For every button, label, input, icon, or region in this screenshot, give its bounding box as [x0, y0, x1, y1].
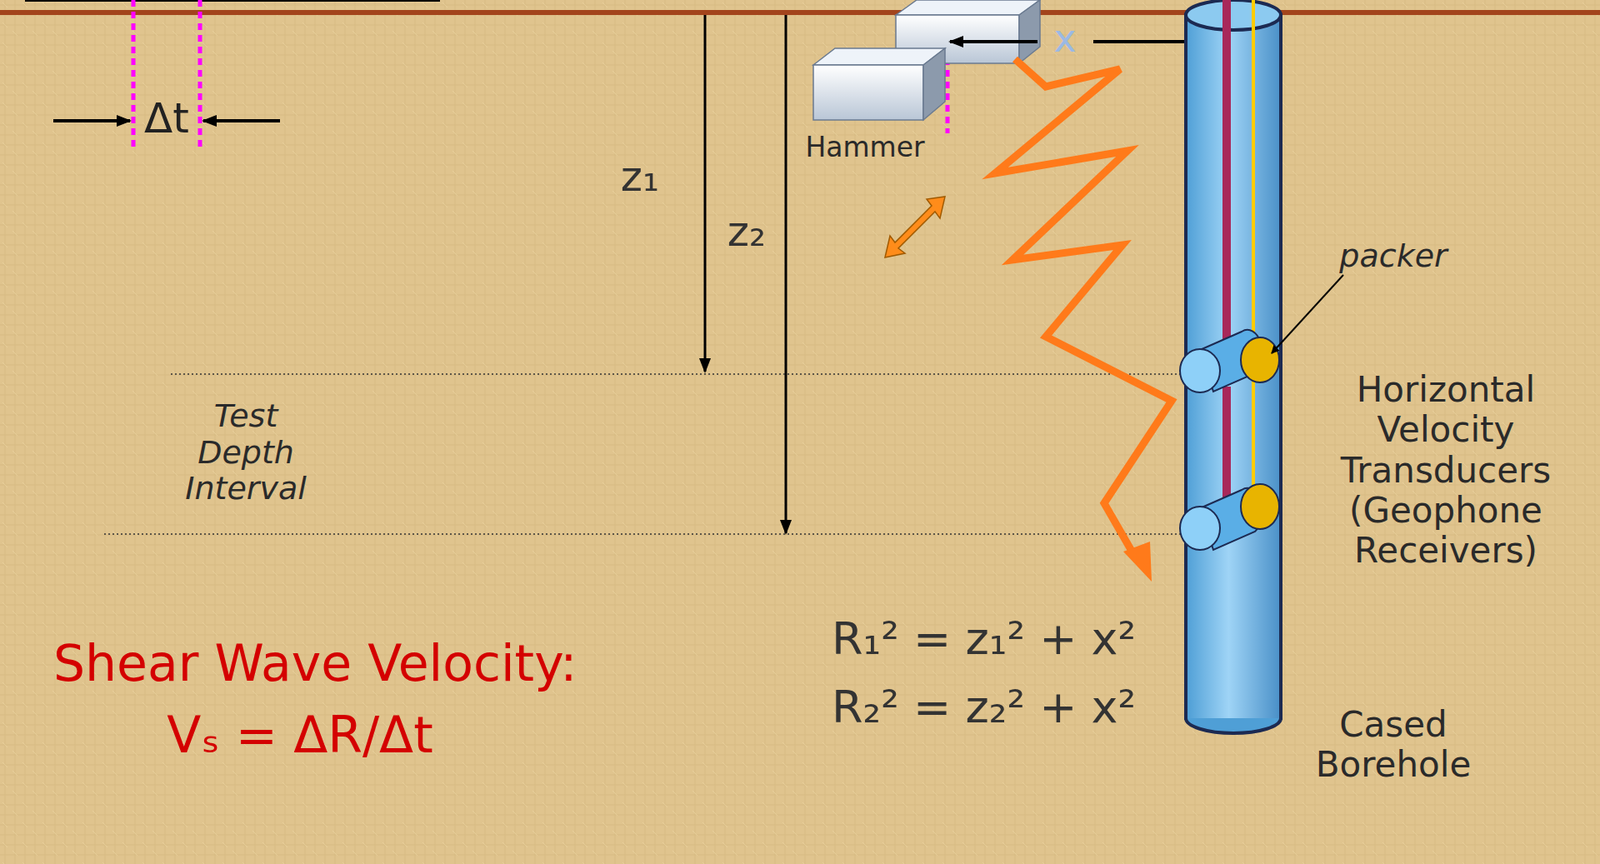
depth-label: z₁ — [620, 153, 660, 202]
vibration-arrow — [885, 196, 945, 258]
velocity-title: Shear Wave Velocity: — [53, 635, 578, 693]
offset-label: x — [1053, 16, 1076, 61]
interval-label: Test Depth Interval — [166, 398, 325, 508]
geophone-lower — [1180, 484, 1280, 550]
hammer — [813, 0, 1040, 120]
x-dimension-left — [950, 40, 1038, 44]
depth-arrows — [705, 15, 786, 534]
packer-label: packer — [1339, 238, 1447, 275]
test-interval-lines — [104, 374, 1184, 535]
packer-leader — [1271, 275, 1344, 354]
velocity-formula: Vₛ = ΔR/Δt — [166, 706, 433, 765]
time-delay-label: Δt — [144, 95, 190, 144]
geophone-upper — [1180, 330, 1280, 393]
depth-label: z₂ — [727, 208, 766, 257]
trace-frame — [25, 0, 440, 2]
shear-wave-path — [995, 59, 1172, 559]
receiver-label: Horizontal Velocity Transducers (Geophon… — [1308, 370, 1584, 571]
shear-wave-head — [1123, 541, 1152, 582]
equation-label: R₁² = z₁² + x² — [831, 613, 1136, 665]
ground-surface — [0, 10, 1600, 15]
hammer-label: Hammer — [805, 131, 925, 164]
cable — [1222, 0, 1255, 509]
equation-label: R₂² = z₂² + x² — [831, 681, 1136, 734]
borehole-label: Cased Borehole — [1293, 705, 1494, 786]
